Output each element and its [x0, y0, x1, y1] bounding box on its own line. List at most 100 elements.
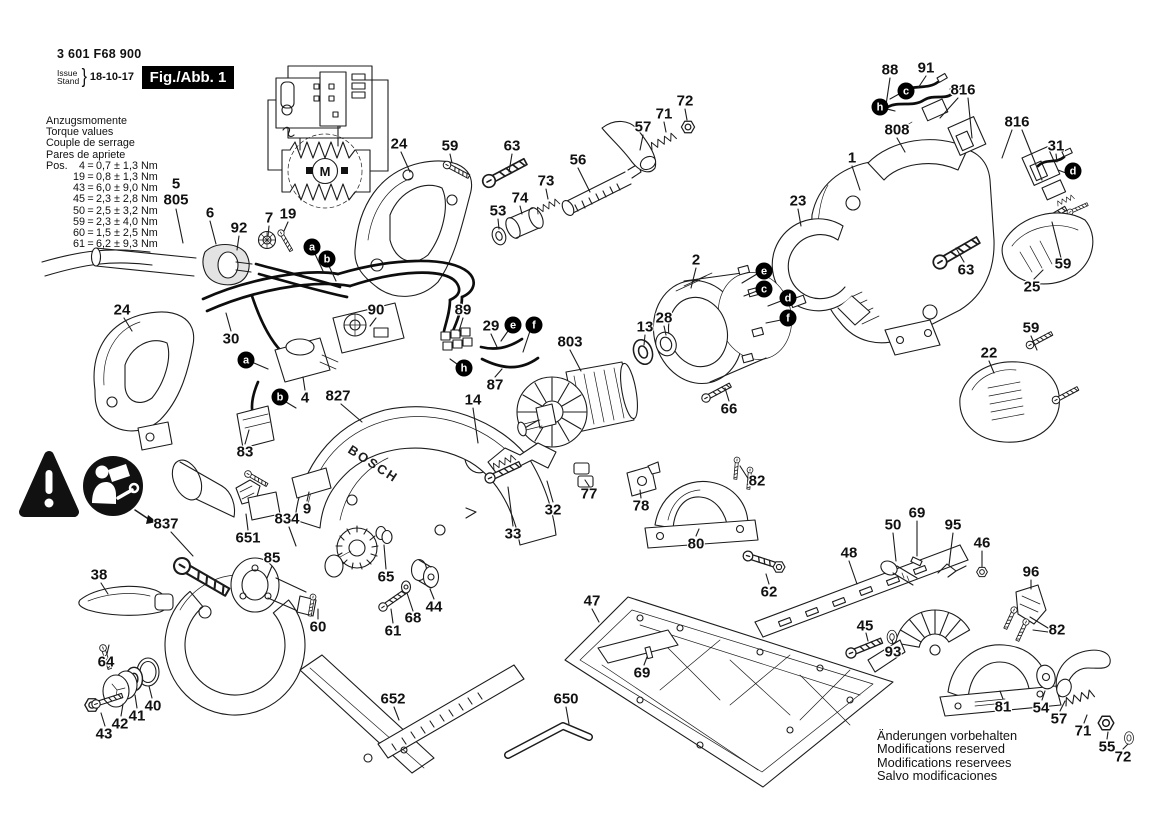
callout-letter-c: c — [755, 280, 773, 298]
part-label-834: 834 — [274, 510, 300, 528]
torque-row: 43=6,0 ± 9,0 Nm — [72, 182, 158, 195]
leader-lines — [100, 75, 1129, 750]
callout-letter-h: h — [871, 98, 889, 116]
part-label-77: 77 — [580, 485, 598, 503]
issue-stand-labels: Issue Stand — [57, 67, 79, 86]
part-label-4: 4 — [300, 389, 310, 407]
part-label-89: 89 — [454, 301, 472, 319]
part-label-69: 69 — [633, 664, 651, 682]
part-label-45: 45 — [856, 617, 874, 635]
part-label-83: 83 — [236, 443, 254, 461]
part-label-805: 805 — [163, 191, 189, 209]
part-label-91: 91 — [917, 59, 935, 77]
torque-row: 50=2,5 ± 3,2 Nm — [72, 204, 158, 217]
torque-intro-line: Couple de serrage — [46, 137, 135, 150]
torque-row: 19=0,8 ± 1,3 Nm — [72, 171, 158, 184]
part-label-80: 80 — [687, 535, 705, 553]
upper-blade-guard-drawing: BOSCH — [291, 406, 557, 546]
part-label-62: 62 — [760, 583, 778, 601]
part-label-48: 48 — [840, 544, 858, 562]
rip-fence-drawing — [299, 654, 525, 774]
part-label-74: 74 — [511, 189, 529, 207]
torque-row: Pos.4=0,7 ± 1,3 Nm — [46, 159, 158, 172]
part-label-72: 72 — [676, 92, 694, 110]
part-label-837: 837 — [153, 515, 179, 533]
bevel-rear-drawing — [843, 556, 1047, 673]
part-label-29: 29 — [482, 317, 500, 335]
issue-brace: } — [81, 66, 88, 88]
part-label-44: 44 — [425, 598, 443, 616]
part-label-24: 24 — [113, 301, 131, 319]
callout-letter-h: h — [455, 359, 473, 377]
part-label-59: 59 — [441, 137, 459, 155]
part-label-14: 14 — [464, 391, 482, 409]
part-label-78: 78 — [632, 497, 650, 515]
part-label-71: 71 — [655, 105, 673, 123]
part-label-55: 55 — [1098, 738, 1116, 756]
part-label-82: 82 — [1048, 621, 1066, 639]
riving-bracket-drawing — [482, 442, 594, 488]
part-label-53: 53 — [489, 202, 507, 220]
motor-cap-drawing — [1001, 212, 1094, 285]
part-label-71: 71 — [1074, 722, 1092, 740]
callout-letter-b: b — [318, 250, 336, 268]
part-label-13: 13 — [636, 318, 654, 336]
part-label-32: 32 — [544, 501, 562, 519]
bevel-front-drawing — [626, 456, 786, 573]
part-label-816: 816 — [950, 81, 976, 99]
part-label-23: 23 — [789, 192, 807, 210]
revision-notice-line: Änderungen vorbehalten — [877, 728, 1018, 743]
part-label-47: 47 — [583, 592, 601, 610]
guide-rail-drawing — [754, 544, 969, 638]
torque-row: 61=6,2 ± 9,3 Nm — [72, 238, 158, 251]
part-label-1: 1 — [847, 149, 857, 167]
power-cord-drawing — [41, 228, 349, 299]
part-label-96: 96 — [1022, 563, 1040, 581]
part-label-57: 57 — [1050, 710, 1068, 728]
part-label-92: 92 — [230, 219, 248, 237]
part-label-651: 651 — [235, 529, 261, 547]
part-label-5: 5 — [171, 175, 181, 193]
clamp-bracket-drawing — [771, 218, 871, 326]
torque-row: 45=2,3 ± 2,8 Nm — [72, 193, 158, 206]
revision-notice-line: Modifications reserved — [877, 741, 1006, 757]
hex-key-drawing — [504, 722, 593, 759]
part-label-25: 25 — [1023, 278, 1041, 296]
wiring-schematic-drawing: M — [267, 65, 389, 209]
part-label-68: 68 — [404, 609, 422, 627]
part-label-19: 19 — [279, 205, 297, 223]
part-label-9: 9 — [302, 500, 312, 518]
callout-letter-f: f — [525, 316, 543, 334]
part-label-57: 57 — [634, 118, 652, 136]
part-label-50: 50 — [884, 516, 902, 534]
part-label-63: 63 — [503, 137, 521, 155]
part-label-816: 816 — [1004, 113, 1030, 131]
revision-notice-line: Salvo modificaciones — [877, 768, 998, 784]
document-number: 3 601 F68 900 — [57, 47, 142, 61]
part-label-95: 95 — [944, 516, 962, 534]
part-label-60: 60 — [309, 618, 327, 636]
part-label-652: 652 — [380, 690, 406, 708]
baseplate-drawing — [564, 596, 894, 788]
spindle-gear-drawing — [230, 525, 440, 617]
part-label-28: 28 — [655, 309, 673, 327]
part-label-38: 38 — [90, 566, 108, 584]
dust-chute-drawing — [171, 459, 281, 521]
callout-letter-c: c — [897, 82, 915, 100]
part-label-54: 54 — [1032, 699, 1050, 717]
lower-guard-drawing — [78, 554, 306, 716]
callout-letter-d: d — [1064, 162, 1082, 180]
part-label-66: 66 — [720, 400, 738, 418]
issue-stamp: Issue Stand } 18-10-17 — [57, 66, 134, 88]
part-label-65: 65 — [377, 568, 395, 586]
part-label-30: 30 — [222, 330, 240, 348]
part-label-803: 803 — [557, 333, 583, 351]
part-label-61: 61 — [384, 622, 402, 640]
part-label-90: 90 — [367, 301, 385, 319]
issue-label: Issue — [57, 67, 78, 78]
torque-row: 59=2,3 ± 4,0 Nm — [72, 215, 158, 228]
